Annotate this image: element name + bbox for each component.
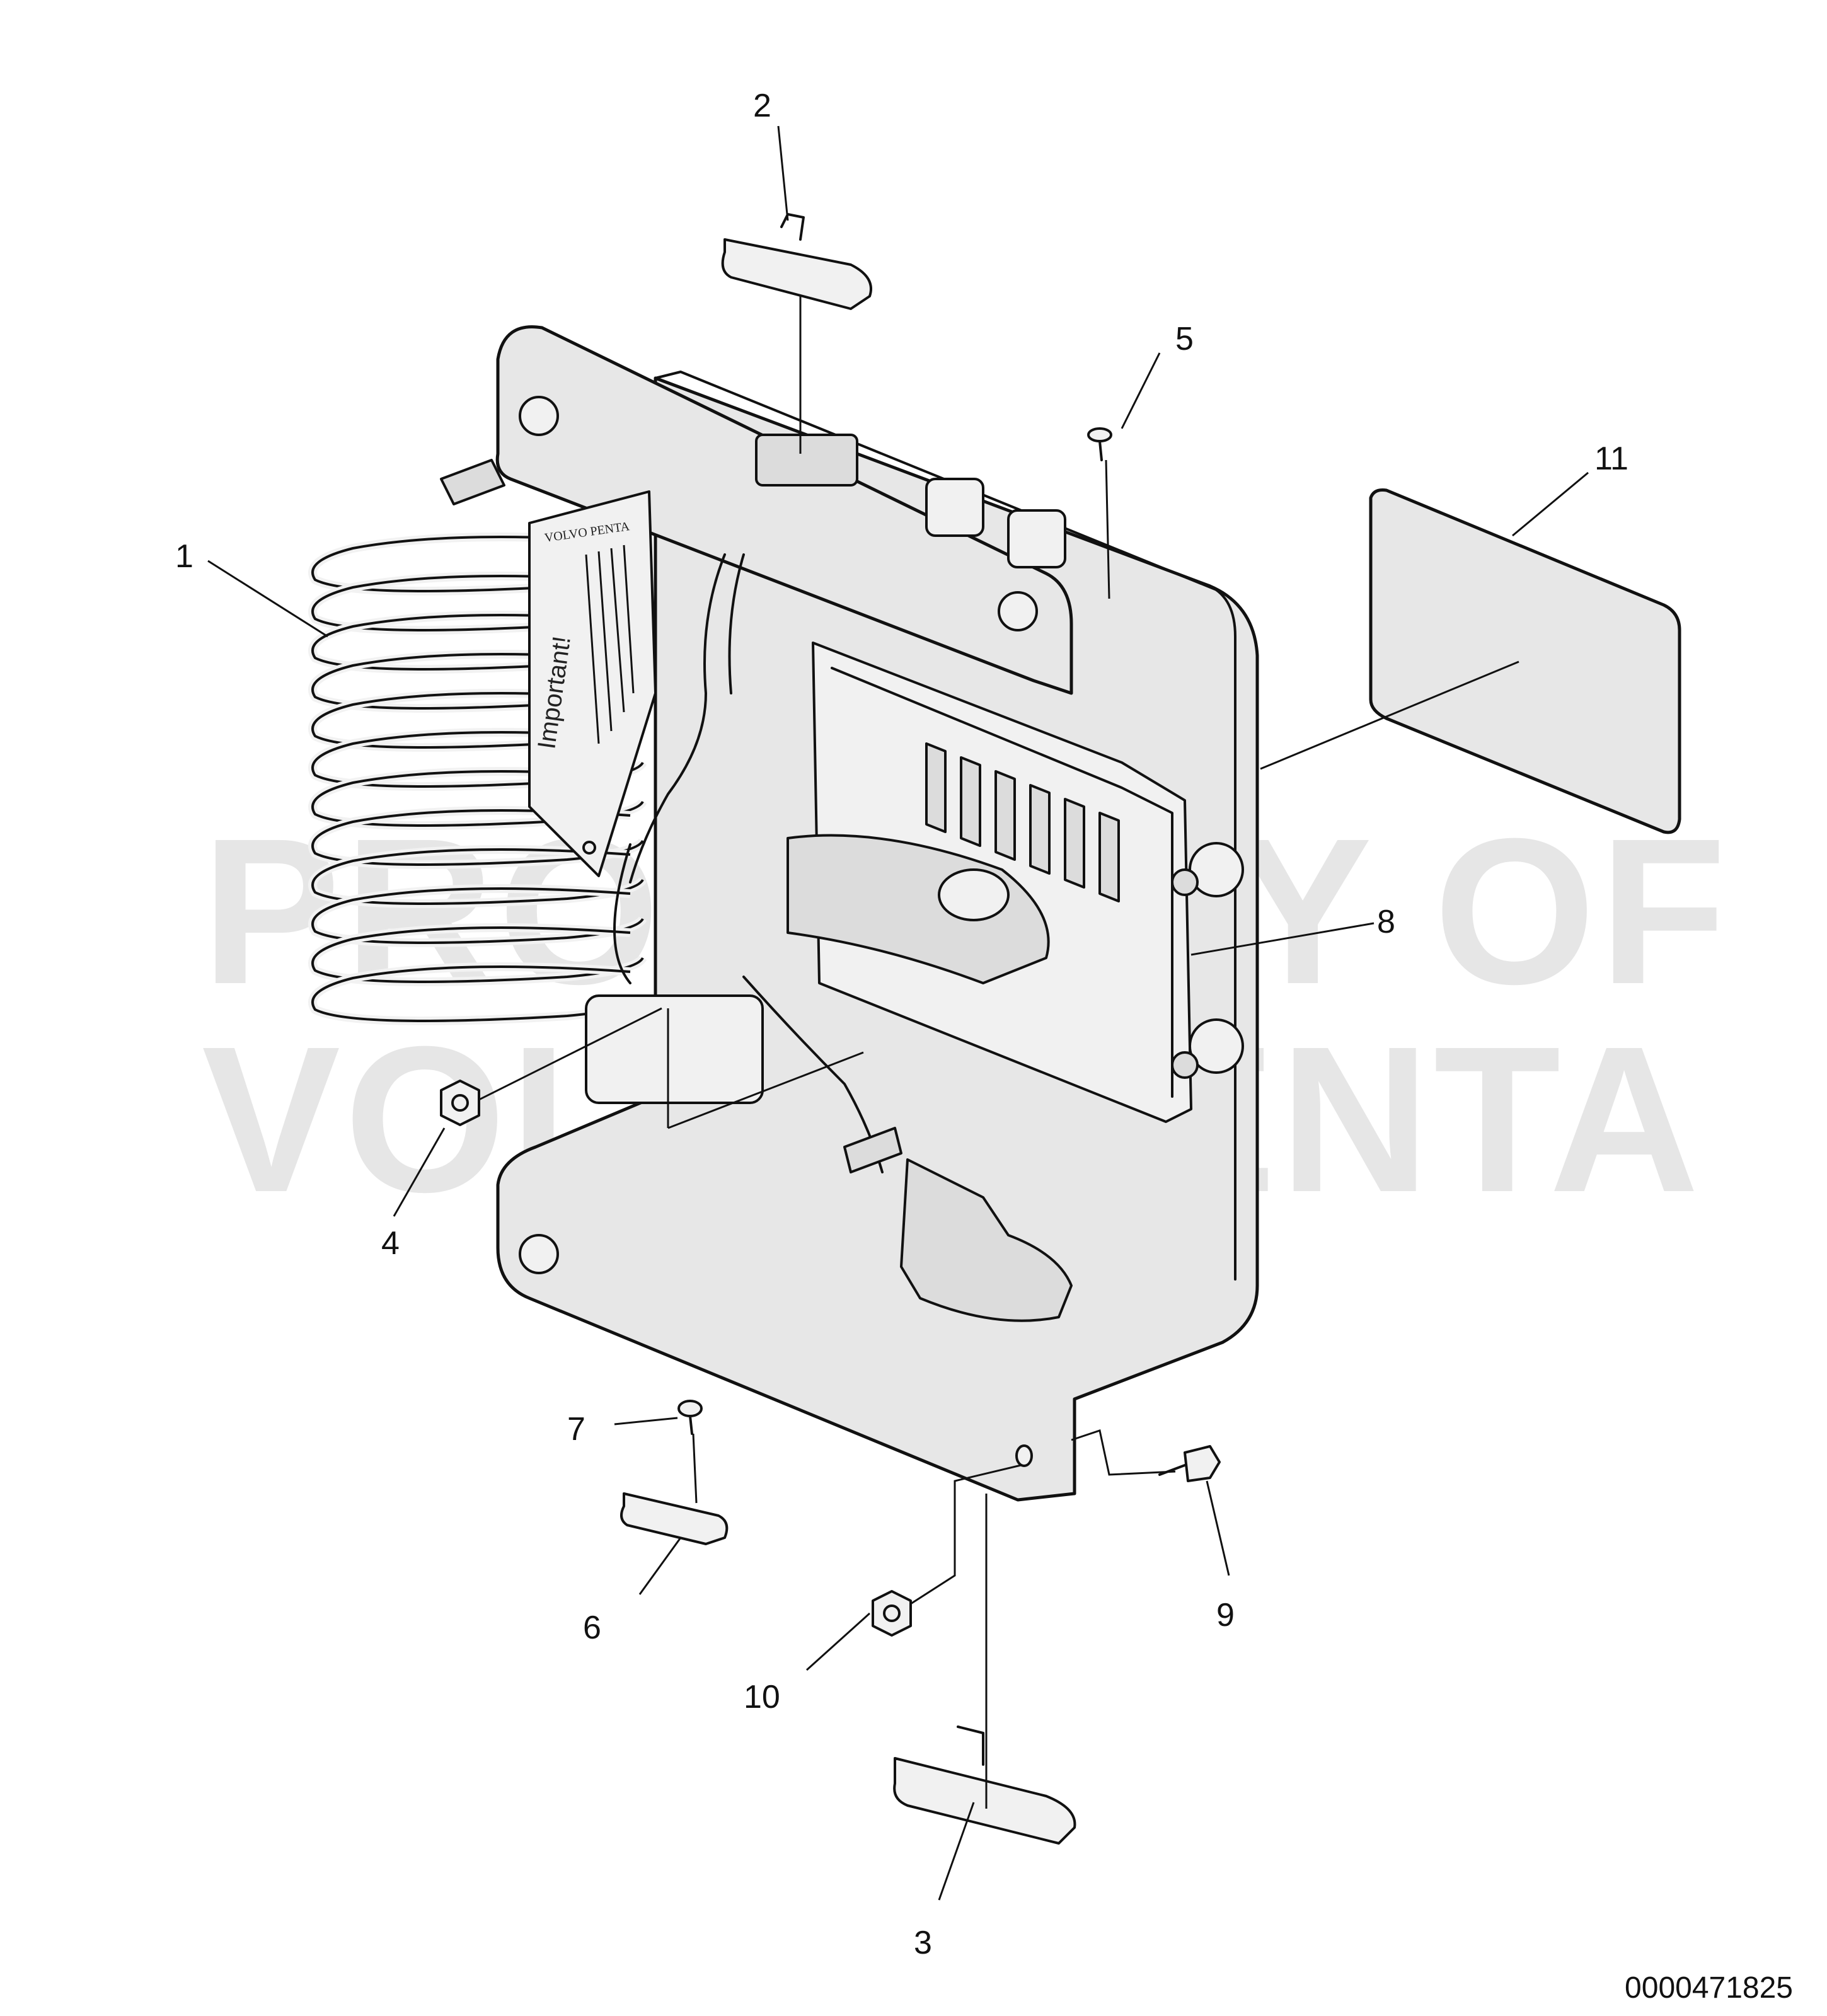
main-connector [900, 1158, 1073, 1322]
top-right-nut [998, 591, 1038, 631]
plate-hole [1015, 1444, 1033, 1467]
nut-4 [440, 1080, 480, 1126]
heat-sink-fin [960, 756, 981, 847]
warning-tag: Important! VOLVO PENTA [528, 490, 657, 877]
screw-7 [677, 1400, 703, 1435]
callout-4: 4 [381, 1225, 400, 1262]
clip-top [721, 213, 872, 310]
coil-loop [311, 809, 644, 866]
screw-5 [1087, 427, 1112, 461]
top-left-nut [519, 396, 559, 436]
control-unit [787, 642, 1244, 1123]
bottom-left-nut [519, 1234, 559, 1274]
decal-label-11 [1369, 488, 1681, 834]
heat-sink-fin [1098, 812, 1120, 902]
nut-10 [872, 1590, 912, 1637]
hose-fitting [440, 459, 505, 505]
wiring-harness [585, 553, 1073, 1322]
callout-3: 3 [914, 1925, 932, 1961]
heat-sink-fin [1064, 798, 1085, 889]
heat-sink-fin [1029, 784, 1051, 875]
callout-11: 11 [1594, 441, 1628, 477]
relay-box [585, 994, 764, 1104]
callout-7: 7 [567, 1411, 585, 1448]
clip-bottom [893, 1725, 1076, 1845]
callout-5: 5 [1175, 321, 1194, 357]
heat-sink-fin [994, 770, 1016, 861]
top-bracket-bar [495, 325, 1073, 695]
document-id: 0000471825 [1625, 1971, 1793, 2005]
callout-10: 10 [744, 1679, 780, 1715]
mount-boss-upper [1189, 842, 1244, 897]
mount-boss-lower [1189, 1018, 1244, 1074]
small-clip-6 [620, 1492, 729, 1545]
callout-8: 8 [1377, 904, 1395, 940]
top-connectors [755, 434, 1066, 568]
coil-loop [311, 926, 644, 983]
callout-2: 2 [753, 88, 771, 124]
coil-loop [311, 848, 644, 905]
heat-sink-fin [925, 742, 947, 833]
callout-6: 6 [583, 1610, 601, 1646]
coil-loop [311, 965, 644, 1022]
callout-1: 1 [175, 538, 193, 575]
coil-loop [311, 887, 644, 944]
callouts: 1 2 3 4 5 6 7 8 9 10 11 [175, 88, 1628, 1961]
leader-lines [207, 125, 1589, 1901]
bolt-9 [1158, 1445, 1221, 1482]
tag-fine-print [585, 544, 635, 744]
callout-9: 9 [1216, 1597, 1235, 1633]
